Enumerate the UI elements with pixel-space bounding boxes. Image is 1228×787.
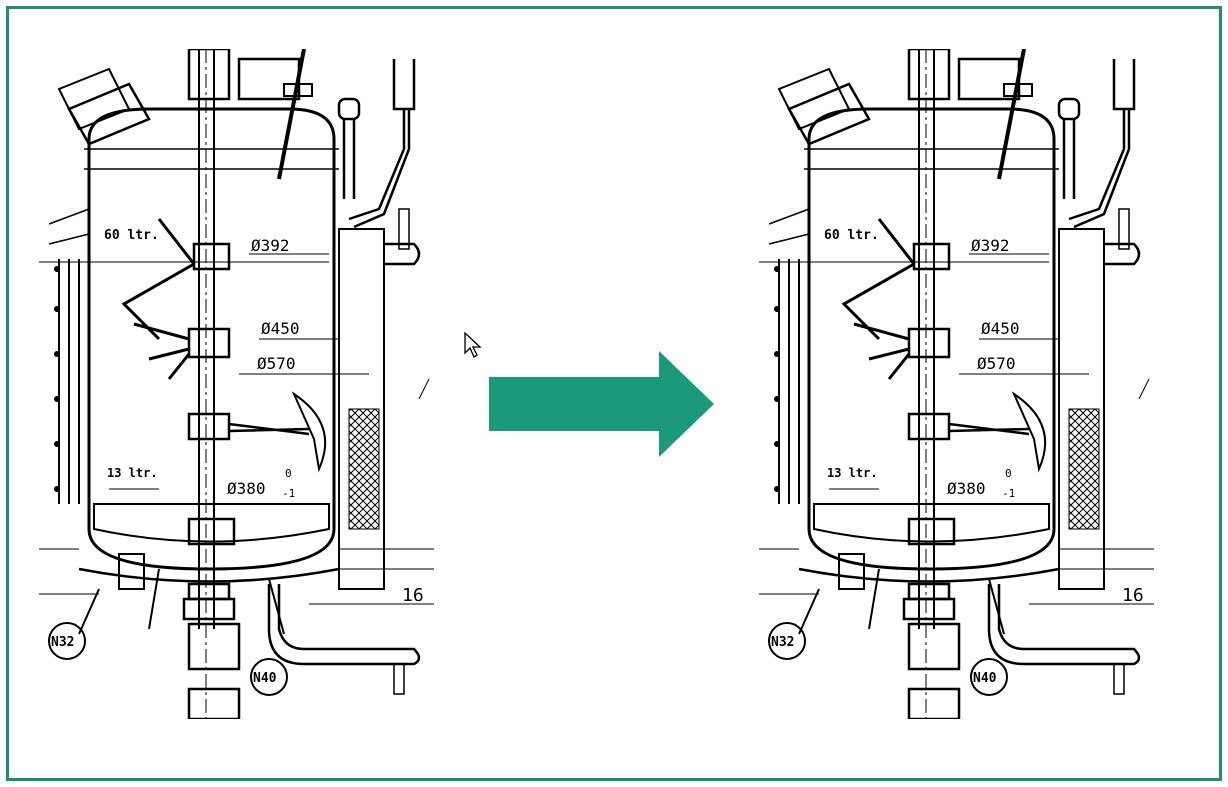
volume-label-upper: 60 ltr. xyxy=(104,228,159,243)
diameter-label-570: Ø570 xyxy=(257,354,296,373)
arrow-right-icon xyxy=(489,351,714,457)
arrow-pointer-icon xyxy=(464,331,482,358)
item-number-16: 16 xyxy=(1122,585,1144,606)
volume-label-lower: 13 ltr. xyxy=(827,466,878,480)
volume-label-upper: 60 ltr. xyxy=(824,228,879,243)
item-number-16: 16 xyxy=(402,585,424,606)
tolerance-upper: 0 xyxy=(1005,467,1012,480)
diameter-label-450: Ø450 xyxy=(981,319,1020,338)
diameter-label-380: Ø380 xyxy=(947,479,986,498)
tolerance-upper: 0 xyxy=(285,467,292,480)
nozzle-label-n40: N40 xyxy=(973,671,997,686)
diameter-label-392: Ø392 xyxy=(971,236,1010,255)
reactor-drawing-before: 60 ltr. Ø392 Ø450 Ø570 13 ltr. Ø380 -1 0… xyxy=(39,49,434,719)
nozzle-label-n32: N32 xyxy=(771,635,794,650)
diameter-label-392: Ø392 xyxy=(251,236,290,255)
diameter-label-570: Ø570 xyxy=(977,354,1016,373)
diameter-label-380: Ø380 xyxy=(227,479,266,498)
tolerance-lower: -1 xyxy=(1002,487,1015,500)
diameter-label-450: Ø450 xyxy=(261,319,300,338)
figure-frame: 60 ltr. Ø392 Ø450 Ø570 13 ltr. Ø380 -1 0… xyxy=(6,6,1222,781)
reactor-drawing-after: 60 ltr. Ø392 Ø450 Ø570 13 ltr. Ø380 -1 0… xyxy=(759,49,1154,719)
nozzle-label-n32: N32 xyxy=(51,635,74,650)
nozzle-label-n40: N40 xyxy=(253,671,277,686)
volume-label-lower: 13 ltr. xyxy=(107,466,158,480)
tolerance-lower: -1 xyxy=(282,487,295,500)
